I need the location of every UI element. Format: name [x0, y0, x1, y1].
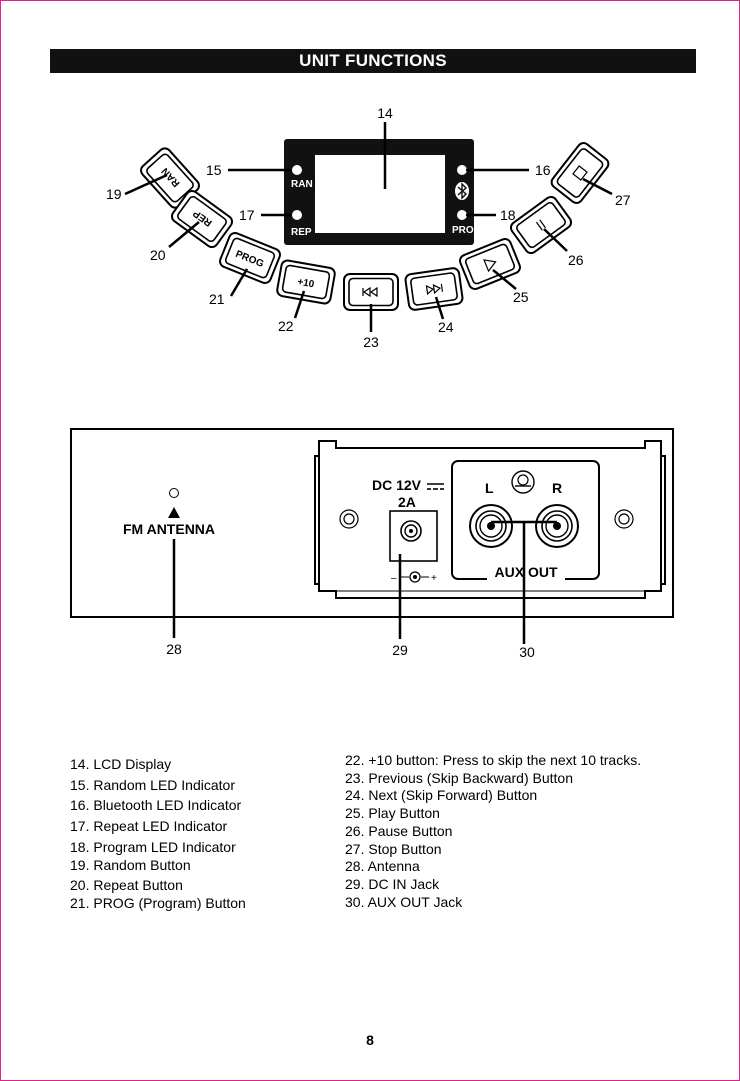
legend-item-17: 17. Repeat LED Indicator [70, 818, 228, 835]
legend-item-18: 18. Program LED Indicator [70, 838, 236, 855]
svg-text:+: + [431, 573, 437, 584]
legend-item-24: 24. Next (Skip Forward) Button [345, 787, 538, 804]
callout-16: 16 [535, 162, 551, 178]
callout-20: 20 [150, 247, 166, 263]
legend-item-27: 27. Stop Button [345, 840, 442, 857]
plus10-button[interactable]: +10 [275, 258, 337, 306]
rep-led-label: REP [291, 227, 312, 238]
plus10-button-label: +10 [296, 277, 315, 291]
aux-right-jack[interactable] [535, 504, 579, 548]
repeat-led [292, 210, 302, 220]
aux-right-label: R [552, 480, 562, 496]
legend-item-14: 14. LCD Display [70, 756, 172, 772]
aux-out-label-bg [487, 564, 565, 580]
dc-rating-line2: 2A [398, 494, 416, 510]
play-button[interactable] [457, 236, 523, 292]
stop-icon [572, 165, 588, 181]
callout-24: 24 [438, 319, 454, 335]
next-button[interactable] [403, 266, 465, 312]
legend-item-16: 16. Bluetooth LED Indicator [70, 797, 242, 814]
callout-29: 29 [392, 642, 408, 658]
prog-button[interactable]: PROG [217, 230, 283, 286]
aux-left-label: L [485, 480, 494, 496]
callout-28: 28 [166, 641, 182, 657]
callout-23: 23 [363, 334, 379, 350]
page-number: 8 [366, 1032, 374, 1048]
callout-17: 17 [239, 207, 255, 223]
fm-antenna-label: FM ANTENNA [123, 521, 215, 537]
legend-item-28: 28. Antenna [345, 858, 420, 875]
legend-item-19: 19. Random Button [70, 856, 191, 873]
legend-left: 14. LCD Display 15. Random LED Indicator… [70, 756, 246, 913]
legend-item-15: 15. Random LED Indicator [70, 776, 235, 793]
random-button[interactable]: RAN [137, 144, 203, 212]
next-icon [425, 283, 444, 296]
legend-item-20: 20. Repeat Button [70, 877, 183, 894]
callout-22: 22 [278, 318, 294, 334]
program-led [457, 210, 467, 220]
previous-icon [362, 286, 378, 298]
rear-leader-lines [172, 520, 557, 644]
callout-26: 26 [568, 252, 584, 268]
legend-item-23: 23. Previous (Skip Backward) Button [345, 769, 573, 786]
svg-text:–: – [391, 573, 397, 584]
stop-button[interactable] [548, 139, 612, 207]
ran-led-label: RAN [291, 179, 313, 190]
ground-icon [511, 470, 535, 494]
random-led [292, 165, 302, 175]
callout-21: 21 [209, 291, 225, 307]
antenna-arrow-icon [168, 507, 180, 518]
legend-right: 22. +10 button: Press to skip the next 1… [345, 752, 641, 911]
legend-item-22: 22. +10 button: Press to skip the next 1… [345, 752, 642, 768]
pause-button[interactable] [507, 193, 575, 257]
dc-in-jack[interactable] [389, 510, 438, 562]
lcd-display [284, 139, 474, 245]
bluetooth-led [457, 165, 467, 175]
front-leader-lines [124, 122, 613, 332]
callout-25: 25 [513, 289, 529, 305]
dc-polarity-icon: – + [391, 571, 437, 584]
aux-out-label: AUX OUT [495, 564, 558, 580]
legend-item-21: 21. PROG (Program) Button [70, 894, 246, 911]
legend-item-29: 29. DC IN Jack [345, 875, 440, 892]
legend-item-26: 26. Pause Button [345, 822, 453, 839]
dc-rating-line1: DC 12V [372, 477, 422, 493]
callout-15: 15 [206, 162, 222, 178]
pause-icon [535, 219, 547, 231]
bluetooth-icon [455, 182, 469, 200]
aux-left-jack[interactable] [469, 504, 513, 548]
callout-27: 27 [615, 192, 631, 208]
previous-button[interactable] [343, 273, 399, 311]
dc-symbol-icon [427, 483, 444, 490]
callout-30: 30 [519, 644, 535, 660]
callout-18: 18 [500, 207, 516, 223]
section-banner: UNIT FUNCTIONS [50, 49, 696, 73]
legend-item-25: 25. Play Button [345, 805, 440, 822]
antenna-socket [169, 488, 179, 498]
legend-item-30: 30. AUX OUT Jack [345, 893, 463, 910]
callout-14: 14 [377, 105, 393, 121]
left-screw [339, 509, 359, 529]
right-screw [614, 509, 634, 529]
callout-19: 19 [106, 186, 122, 202]
prog-led-label: PROG [452, 225, 482, 236]
play-icon [483, 259, 497, 273]
